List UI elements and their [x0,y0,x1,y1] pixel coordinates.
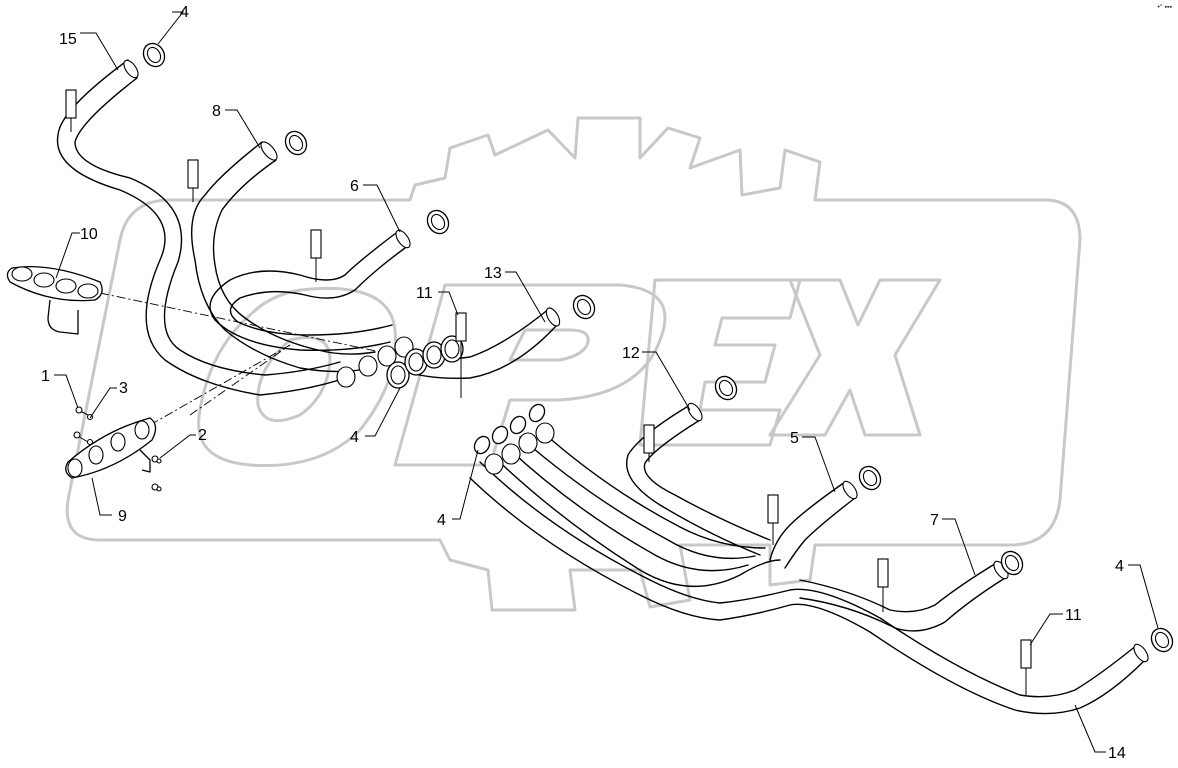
end-clamps-upper [142,42,596,320]
hose-12 [626,402,771,556]
outlet-clamps [386,335,464,389]
upper-hose-assembly [56,42,596,398]
callout-15: 15 [59,31,77,48]
bracket-9 [65,417,157,479]
hose-5 [769,480,858,569]
hose-7 [799,560,1009,632]
corner-mark: •° ▪▪▪ [1157,4,1172,11]
callout-6: 6 [350,178,359,195]
callout-4-top: 4 [180,4,189,21]
callout-3: 3 [119,380,128,397]
callout-8: 8 [212,103,221,120]
callout-5: 5 [790,430,799,447]
hose-8 [190,141,376,373]
callout-4-mid: 4 [350,429,359,446]
callout-leaders [54,11,1159,753]
callout-13: 13 [484,265,502,282]
callout-9: 9 [118,508,127,525]
bracket-10 [6,265,103,335]
callout-2: 2 [198,427,207,444]
end-clamps-lower [473,375,1174,653]
callout-12: 12 [622,345,640,362]
watermark-letter-e [638,278,802,447]
callout-4-lower: 4 [437,512,446,529]
callout-11-lower: 11 [1065,607,1082,624]
callout-11-top: 11 [416,285,433,302]
center-lines [99,292,396,426]
bundle-outlets [336,336,414,388]
hose-15 [56,59,346,396]
callout-7: 7 [930,512,939,529]
main-tube-run [484,422,781,588]
hose-14 [469,461,1149,715]
watermark-letter-x [768,278,942,437]
hose-tags-upper [65,89,467,398]
watermark-letter-p [393,283,667,467]
hose-6 [209,229,411,352]
callout-14: 14 [1108,745,1126,762]
watermark-letter-o [197,286,398,468]
hose-tags-lower [643,424,1032,695]
callout-10: 10 [80,226,98,243]
callout-1: 1 [41,368,50,385]
callout-4-right: 4 [1115,558,1124,575]
callout-labels: 15 4 8 6 10 11 13 12 1 3 2 9 4 4 5 7 11 … [41,4,1126,762]
lower-hose-assembly [469,375,1174,715]
